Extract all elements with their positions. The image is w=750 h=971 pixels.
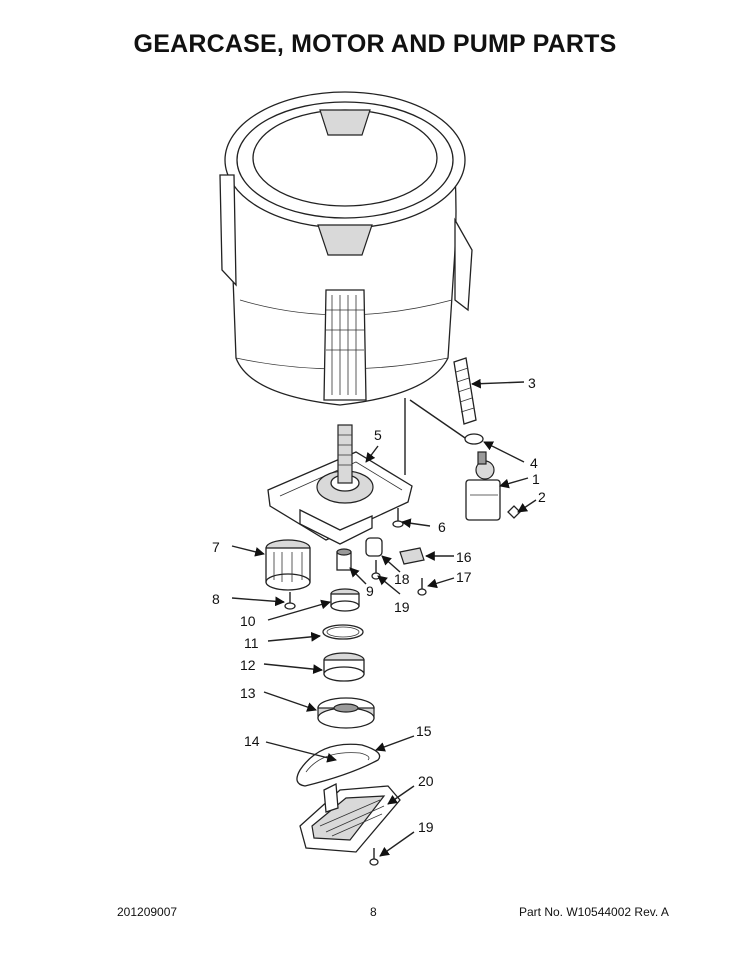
callout-2: 2 [538, 489, 546, 505]
callout-12: 12 [240, 657, 256, 673]
drive-motor [265, 539, 311, 591]
coupler [336, 548, 352, 571]
callout-4: 4 [530, 455, 538, 471]
callout-8: 8 [212, 591, 220, 607]
shield-screw [369, 848, 379, 866]
pulley-hub [323, 652, 365, 682]
callout-6: 6 [438, 519, 446, 535]
callout-17: 17 [456, 569, 472, 585]
retaining-ring [322, 624, 364, 640]
callout-1: 1 [532, 471, 540, 487]
capacitor [365, 537, 383, 557]
callout-11: 11 [244, 635, 259, 651]
callout-16: 16 [456, 549, 472, 565]
callout-3: 3 [528, 375, 536, 391]
footer-part-number: Part No. W10544002 Rev. A [519, 905, 669, 919]
callout-20: 20 [418, 773, 434, 789]
footer-code: 201209007 [117, 905, 178, 919]
callout-14: 14 [244, 733, 260, 749]
gearcase [267, 424, 413, 545]
drain-hose [453, 357, 477, 425]
hose-clamp [464, 433, 484, 445]
bearing-sleeve [330, 588, 360, 612]
outer-tub [219, 91, 473, 475]
callout-18: 18 [394, 571, 410, 587]
callout-13: 13 [240, 685, 256, 701]
page-title: GEARCASE, MOTOR AND PUMP PARTS [133, 30, 617, 58]
bracket-screw [417, 578, 427, 596]
leader-lines [231, 378, 537, 857]
capacitor-bracket [399, 547, 425, 565]
callout-15: 15 [416, 723, 432, 739]
motor-screw [284, 592, 296, 610]
drain-pump [465, 451, 501, 521]
callout-labels: 1 2 3 4 5 6 7 8 9 10 11 12 13 14 15 16 1… [212, 375, 546, 835]
motor-shield [299, 782, 401, 853]
drive-belt [296, 743, 381, 787]
drive-pulley [317, 697, 375, 729]
footer-page-number: 8 [370, 905, 377, 919]
callout-10: 10 [240, 613, 256, 629]
callout-19-upper: 19 [394, 599, 410, 615]
callout-7: 7 [212, 539, 220, 555]
callout-5: 5 [374, 427, 382, 443]
callout-9: 9 [366, 583, 374, 599]
callout-19-lower: 19 [418, 819, 434, 835]
gearcase-screw [392, 508, 404, 528]
